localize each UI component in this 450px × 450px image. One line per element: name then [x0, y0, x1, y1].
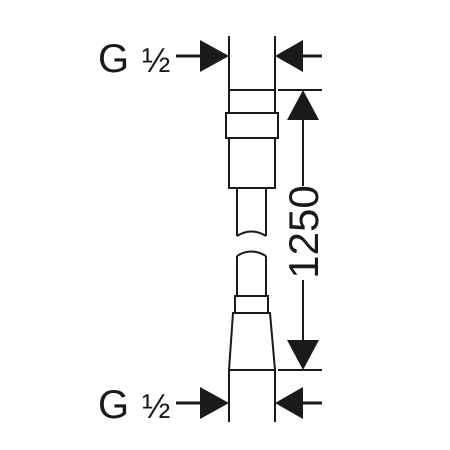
hose-lower-segment [236, 250, 267, 296]
extension-lines [228, 36, 276, 422]
length-dimension: 1250 [278, 89, 327, 371]
hose-upper-segment [236, 188, 267, 237]
bottom-ferrule [234, 295, 269, 314]
top-thread-dimension: G ½ [98, 37, 322, 81]
length-arrow-top [287, 90, 319, 120]
top-thread-letter: G [98, 37, 129, 81]
top-nut-collar [225, 112, 279, 139]
bottom-cone-nut [227, 312, 277, 371]
top-fitting-body [228, 137, 276, 189]
bottom-thread-letter: G [98, 383, 129, 427]
length-value: 1250 [280, 185, 327, 278]
hose-break-lower [236, 250, 267, 257]
bottom-fitting [227, 295, 277, 371]
top-nut-cap [228, 89, 276, 114]
bottom-thread-dimension: G ½ [98, 383, 322, 427]
top-right-arrow [275, 40, 303, 72]
top-fitting [225, 89, 279, 189]
hose-break-upper [236, 230, 267, 237]
length-arrow-bottom [287, 340, 319, 370]
top-thread-size: ½ [142, 42, 170, 80]
top-left-arrow [200, 40, 229, 72]
bottom-right-arrow [275, 387, 303, 419]
bottom-thread-size: ½ [142, 388, 170, 426]
bottom-left-arrow [200, 387, 229, 419]
